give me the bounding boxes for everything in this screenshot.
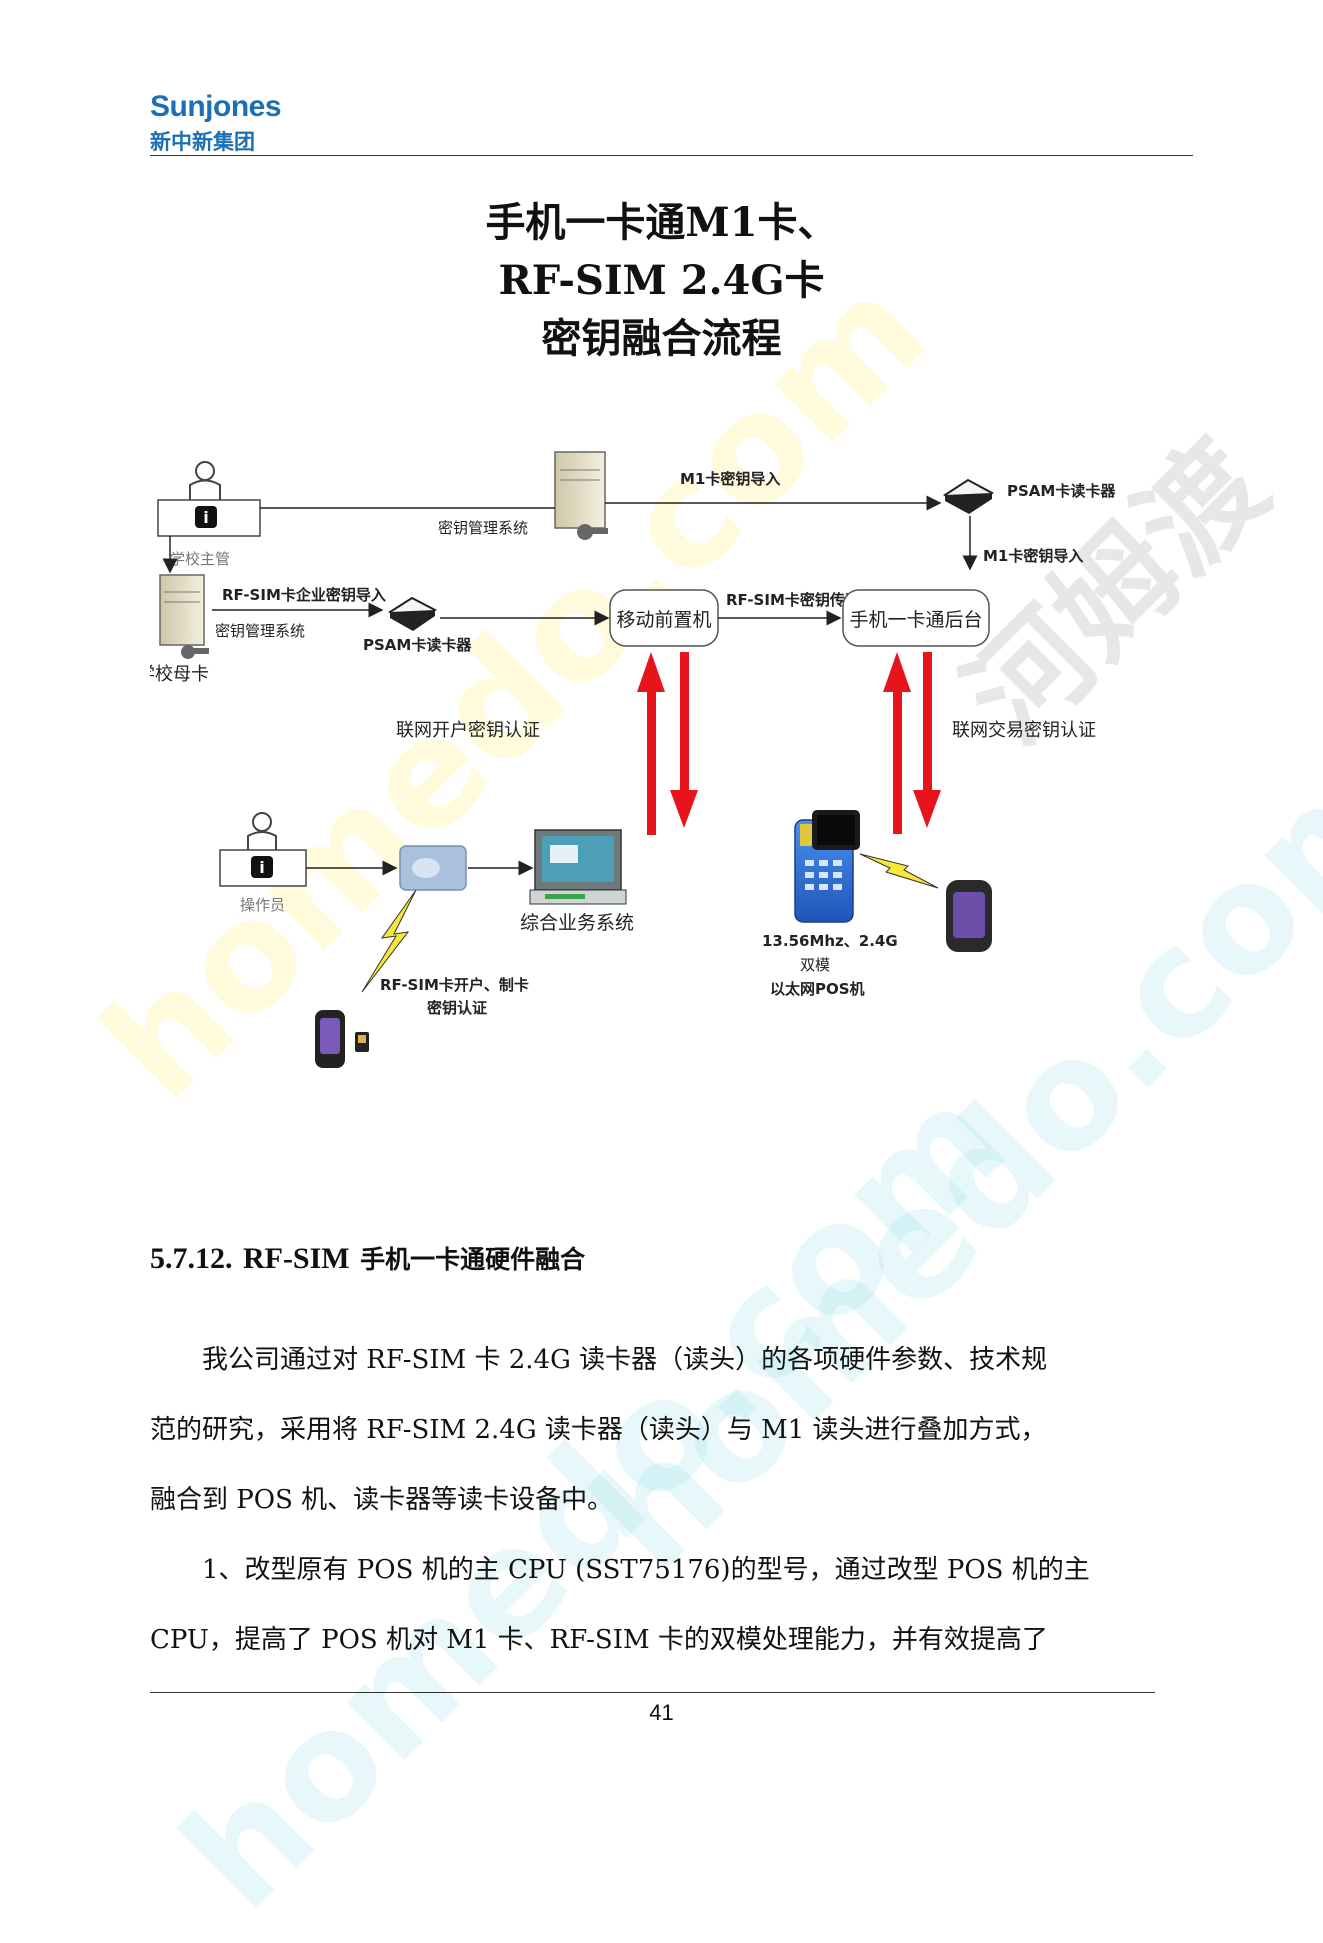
label-pos-1: 13.56Mhz、2.4G [762,932,898,950]
company-logo-en: Sunjones [150,90,282,123]
paragraph-line: 范的研究，采用将 RF-SIM 2.4G 读卡器（读头）与 M1 读头进行叠加方… [150,1415,1047,1445]
label-pos-3: 以太网POS机 [770,980,865,998]
paragraph-1: 我公司通过对 RF-SIM 卡 2.4G 读卡器（读头）的各项硬件参数、技术规 … [150,1325,1195,1535]
diagram-title-line-3: 密钥融合流程 [541,315,782,362]
red-arrow-up-right [883,652,911,834]
node-phone-backend [842,589,990,647]
label-rfsim-key-transfer: RF-SIM卡密钥传递 [726,591,860,609]
label-mobile-front: 移动前置机 [616,609,711,631]
header-rule [150,155,1193,156]
company-logo: Sunjones [150,90,282,124]
label-psam-reader-top: PSAM卡读卡器 [1007,482,1116,500]
psam-reader-top-icon [943,478,994,514]
psam-reader-mid-icon [388,596,437,631]
paragraph-line: 融合到 POS 机、读卡器等读卡设备中。 [150,1485,614,1515]
label-school-supervisor: 学校主管 [170,550,230,568]
card-reader-device-icon [399,845,467,891]
paragraph-2: 1、改型原有 POS 机的主 CPU (SST75176)的型号，通过改型 PO… [150,1535,1195,1675]
pos-machine-icon [794,810,860,923]
wireless-signal-icon [361,889,417,993]
mobile-phone-icon [315,1010,369,1068]
svg-text:i: i [259,858,264,877]
paragraph-line: 我公司通过对 RF-SIM 卡 2.4G 读卡器（读头）的各项硬件参数、技术规 [202,1345,1048,1375]
label-operator: 操作员 [240,896,285,914]
label-psam-reader-mid: PSAM卡读卡器 [363,636,472,654]
wireless-signal-icon [859,853,939,889]
section-title-zh: 手机一卡通硬件融合 [360,1245,586,1274]
key-server-left-icon [159,574,209,659]
label-key-mgmt-top: 密钥管理系统 [438,519,528,537]
red-arrow-up-left [637,652,665,835]
label-key-mgmt-left: 密钥管理系统 [215,622,305,640]
section-number: 5.7.12. [150,1242,233,1275]
label-online-trade-auth: 联网交易密钥认证 [952,720,1096,741]
key-fusion-flow-diagram: i 学校主管 密钥管理系统 M1卡密钥导入 PSAM卡读卡器 M1卡密钥导入 R… [150,451,1116,1068]
label-m1-import-top: M1卡密钥导入 [680,470,780,488]
label-rfsim-enterprise-import: RF-SIM卡企业密钥导入 [222,586,386,604]
diagram-title-line-2: RF-SIM 2.4G卡 [498,257,825,304]
footer-rule [150,1692,1155,1693]
mobile-phone-icon [946,880,992,952]
key-server-top-icon [554,451,608,540]
page-number: 41 [649,1700,674,1725]
label-school-master-card: 学校母卡 [150,664,209,685]
svg-text:i: i [203,508,208,527]
section-title-en: RF-SIM [242,1242,350,1275]
operator-person-icon: i [219,812,307,887]
label-rfsim-open-card-2: 密钥认证 [427,999,487,1017]
paragraph-line: 1、改型原有 POS 机的主 CPU (SST75176)的型号，通过改型 PO… [202,1555,1090,1585]
label-rfsim-open-card-1: RF-SIM卡开户、制卡 [380,976,529,994]
section-heading: 5.7.12. RF-SIM 手机一卡通硬件融合 [150,1240,585,1276]
diagram-title-line-1: 手机一卡通M1卡、 [485,199,838,246]
label-m1-import-right: M1卡密钥导入 [983,547,1083,565]
company-logo-zh: 新中新集团 [150,130,255,154]
label-online-open-auth: 联网开户密钥认证 [396,720,540,741]
label-phone-backend: 手机一卡通后台 [849,609,982,631]
supervisor-person-icon: i [157,461,261,537]
red-arrow-down-right [913,652,941,828]
red-arrow-down-left [670,652,698,828]
integrated-system-monitor-icon [529,829,627,905]
label-integrated-system: 综合业务系统 [520,912,634,934]
label-pos-2: 双模 [800,956,830,974]
paragraph-line: CPU，提高了 POS 机对 M1 卡、RF-SIM 卡的双模处理能力，并有效提… [150,1625,1048,1655]
